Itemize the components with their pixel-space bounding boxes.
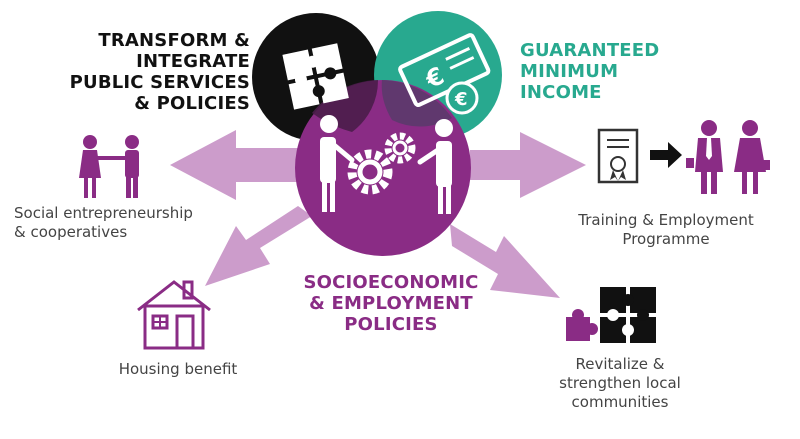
heading-socioeconomic: SOCIOECONOMIC & EMPLOYMENT POLICIES [303,272,479,335]
caption-social-entrepreneurship: Social entrepreneurship & cooperatives [14,204,193,241]
arrow-small-black [650,142,682,168]
heading-transform-integrate: TRANSFORM & INTEGRATE PUBLIC SERVICES & … [69,30,250,114]
arrow-right [470,132,586,198]
puzzle-icon [282,43,349,110]
handshake-gears-icon [320,115,453,214]
arrows [170,130,586,298]
euro-banknote-icon: € € [398,33,491,115]
people-handshake-icon [79,135,139,198]
business-people-icon [686,120,770,194]
caption-revitalize-communities: Revitalize & strengthen local communitie… [559,355,681,411]
arrow-lower-left [205,206,312,286]
house-icon [137,280,211,350]
puzzle-pieces-icon [566,287,656,343]
certificate-icon [597,128,639,184]
caption-training-employment: Training & Employment Programme [578,211,754,248]
arrow-lower-right [450,224,560,298]
venn-circles [252,11,502,256]
arrow-left [170,130,300,200]
heading-guaranteed-income: GUARANTEED MINIMUM INCOME [520,40,660,103]
caption-housing-benefit: Housing benefit [118,360,238,378]
svg-text:€: € [454,89,468,110]
